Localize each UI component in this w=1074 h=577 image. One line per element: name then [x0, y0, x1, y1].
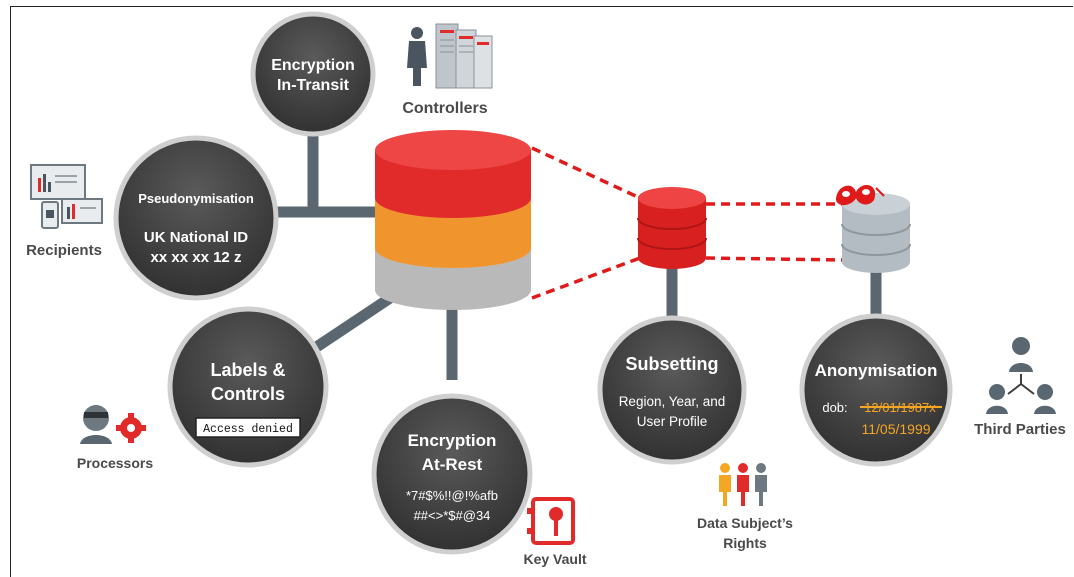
subsetting-line1: Region, Year, and [619, 394, 726, 409]
anonymisation-title: Anonymisation [815, 361, 938, 380]
controllers-label: Controllers [402, 100, 487, 117]
dashed-links [531, 146, 843, 300]
key-vault-icon [527, 497, 575, 545]
access-denied-text: Access denied [203, 423, 293, 436]
subset-database [637, 187, 707, 269]
node-pseudonymisation: Pseudonymisation UK National ID xx xx xx… [113, 135, 279, 301]
encryption-at-rest-line2: At-Rest [422, 455, 483, 474]
encryption-at-rest-line1: Encryption [408, 431, 497, 450]
labels-controls-line1: Labels & [210, 360, 285, 380]
node-encryption-at-rest: Encryption At-Rest *7#$%!!@!%afb ##<>*$#… [371, 393, 533, 555]
data-subjects-label-line1: Data Subject’s [697, 515, 793, 531]
anonymisation-new-date: 11/05/1999 [861, 421, 930, 437]
processors-label: Processors [77, 455, 153, 471]
data-subjects-icon [719, 463, 767, 506]
pseudonymisation-title: Pseudonymisation [138, 191, 254, 206]
encryption-in-transit-line2: In-Transit [277, 77, 350, 94]
encryption-at-rest-code2: ##<>*$#@34 [414, 508, 491, 523]
third-parties-icon [986, 337, 1056, 414]
mask-icon [836, 185, 885, 206]
pseudonymisation-id-label: UK National ID [144, 229, 248, 246]
node-anonymisation: Anonymisation dob: 12/01/1987x 11/05/199… [799, 313, 953, 467]
anonymisation-dob-label: dob: [822, 400, 847, 415]
key-vault-label: Key Vault [523, 551, 586, 567]
subsetting-line2: User Profile [637, 414, 708, 429]
encryption-in-transit-line1: Encryption [271, 57, 355, 74]
recipients-label: Recipients [26, 242, 102, 259]
recipients-icon [30, 164, 103, 229]
anonymised-database [841, 193, 911, 273]
node-subsetting: Subsetting Region, Year, and User Profil… [597, 315, 747, 465]
processors-icon [80, 405, 146, 444]
pseudonymisation-id-value: xx xx xx 12 z [151, 249, 242, 266]
subsetting-title: Subsetting [626, 354, 719, 374]
controllers-icon [407, 23, 493, 89]
connectors [275, 125, 882, 380]
labels-controls-line2: Controls [211, 384, 285, 404]
main-database [375, 130, 531, 310]
node-encryption-in-transit: Encryption In-Transit [250, 11, 376, 137]
access-denied-box [195, 417, 301, 438]
encryption-at-rest-code1: *7#$%!!@!%afb [406, 488, 498, 503]
node-labels-controls: Labels & Controls Access denied [167, 306, 329, 468]
diagram-frame [10, 6, 1073, 577]
third-parties-label: Third Parties [974, 421, 1066, 438]
data-subjects-label-line2: Rights [723, 535, 767, 551]
